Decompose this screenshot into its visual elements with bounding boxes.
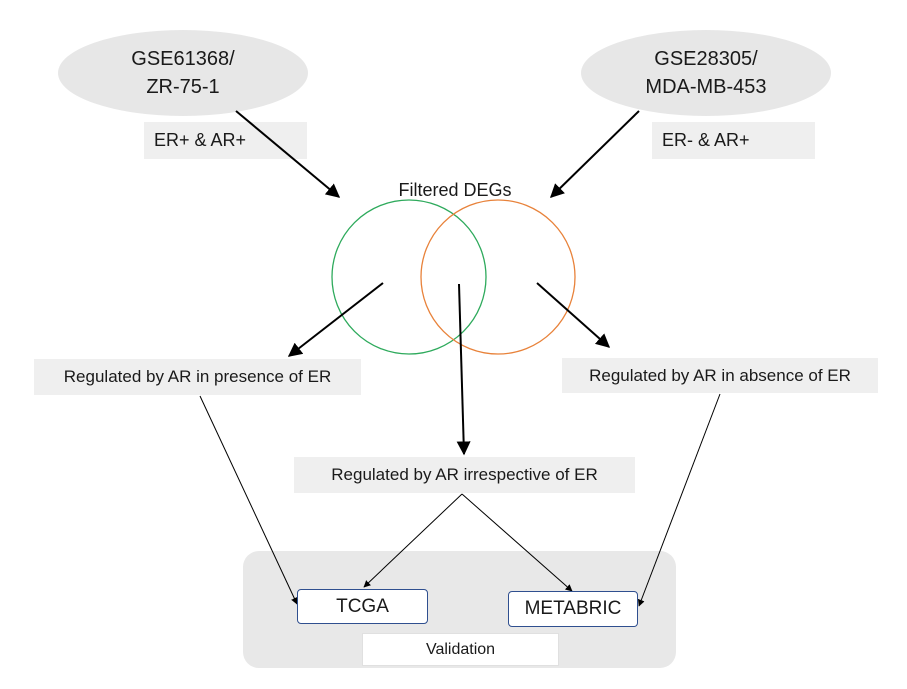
condition-left-text: ER+ & AR+ — [154, 130, 247, 150]
venn-left-circle — [331, 199, 487, 355]
venn-right-circle — [420, 199, 576, 355]
condition-right-tag: ER- & AR+ — [652, 122, 815, 159]
source-right-line1: GSE28305/ — [654, 48, 758, 70]
outcome-irrespective-text: Regulated by AR irrespective of ER — [331, 465, 598, 484]
arrow-venn-to-presence — [287, 282, 384, 357]
arrow-absence-to-metabric — [637, 393, 721, 607]
source-right-ellipse: GSE28305/ MDA-MB-453 — [581, 30, 831, 116]
outcome-irrespective-box: Regulated by AR irrespective of ER — [294, 457, 635, 493]
condition-right-text: ER- & AR+ — [662, 130, 750, 150]
source-left-ellipse: GSE61368/ ZR-75-1 — [58, 30, 308, 116]
condition-left-tag: ER+ & AR+ — [144, 122, 307, 159]
arrow-left-source-to-venn — [235, 110, 341, 198]
tcga-box: TCGA — [297, 589, 428, 624]
outcome-presence-text: Regulated by AR in presence of ER — [63, 367, 332, 386]
arrow-irrespective-to-metabric — [461, 493, 573, 592]
source-left-line2: ZR-75-1 — [146, 76, 220, 98]
arrow-venn-to-irrespective — [456, 283, 471, 456]
validation-label-box: Validation — [362, 633, 559, 666]
venn-title-text: Filtered DEGs — [398, 179, 512, 200]
outcome-absence-box: Regulated by AR in absence of ER — [562, 358, 878, 393]
validation-label-text: Validation — [425, 640, 496, 658]
metabric-box: METABRIC — [508, 591, 638, 627]
arrow-right-source-to-venn — [549, 110, 640, 198]
metabric-text: METABRIC — [524, 598, 622, 619]
arrow-presence-to-tcga — [199, 395, 298, 605]
arrow-venn-to-absence — [536, 282, 611, 348]
venn-title: Filtered DEGs — [370, 176, 540, 204]
outcome-absence-text: Regulated by AR in absence of ER — [589, 365, 851, 385]
outcome-presence-box: Regulated by AR in presence of ER — [34, 359, 361, 395]
source-left-line1: GSE61368/ — [131, 48, 235, 70]
source-right-line2: MDA-MB-453 — [645, 76, 767, 98]
arrow-irrespective-to-tcga — [363, 493, 463, 588]
tcga-text: TCGA — [336, 595, 389, 617]
